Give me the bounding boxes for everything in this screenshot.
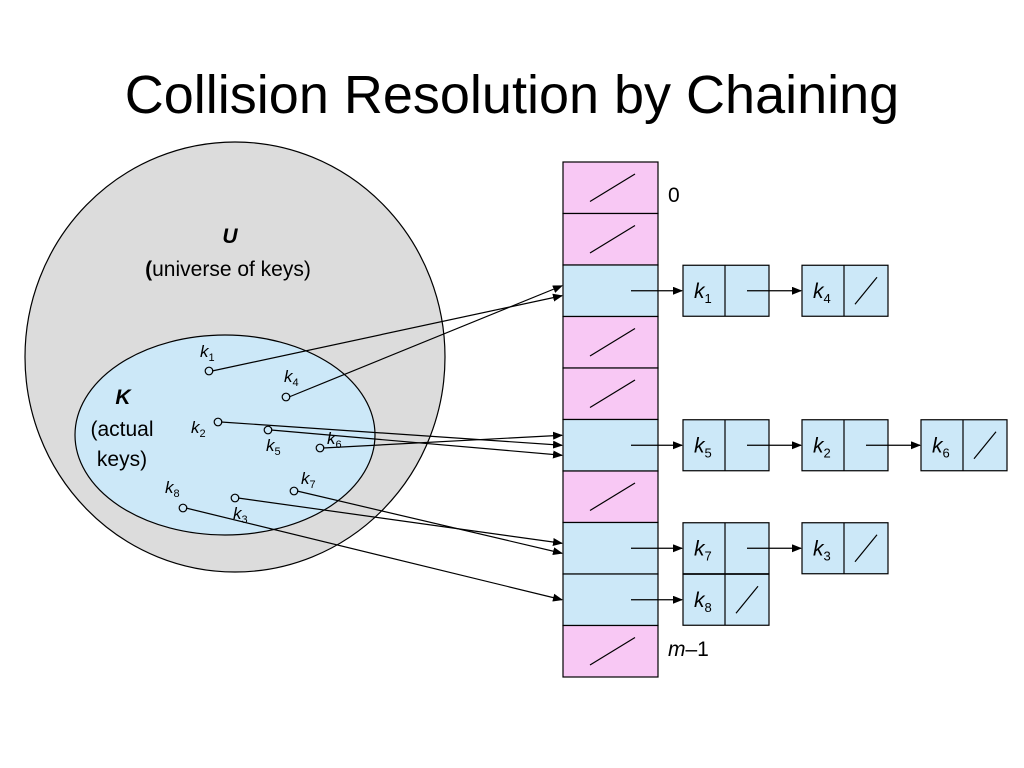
hash-arrow-k3 <box>237 497 563 546</box>
table-slot <box>562 470 659 524</box>
nil-slash <box>589 327 636 357</box>
nil-slash <box>854 534 878 563</box>
hash-arrow-k2 <box>220 421 563 449</box>
table-first-index: 0 <box>668 184 680 207</box>
nil-slash <box>589 636 636 666</box>
key-label-k3: k3 <box>233 504 248 526</box>
hash-arrow-k1 <box>211 293 563 372</box>
universe-label: (universe of keys) <box>145 258 311 281</box>
node-key-k6: k6 <box>932 434 950 460</box>
slide-title: Collision Resolution by Chaining <box>124 65 900 125</box>
node-key-k2: k2 <box>813 434 831 460</box>
hash-arrow-k4 <box>288 285 563 398</box>
hash-arrow-k6 <box>322 431 563 449</box>
node-key-k1: k1 <box>694 280 712 306</box>
node-key-k7: k7 <box>694 537 712 563</box>
nil-slash <box>973 431 997 460</box>
key-label-k7: k7 <box>301 469 316 491</box>
table-last-index: m–1 <box>668 638 709 661</box>
hash-arrow-k8 <box>185 507 563 602</box>
universe-symbol: U <box>222 225 238 248</box>
nil-slash <box>589 379 636 409</box>
list-node-k3: k3 <box>801 522 889 575</box>
key-label-k2: k2 <box>191 418 206 440</box>
table-slot <box>562 161 659 215</box>
key-label-k6: k6 <box>327 429 342 451</box>
key-points: k1 k2 k3 k4 k5 k6 k7 k8 <box>165 342 342 526</box>
hash-arrows <box>185 285 563 602</box>
nil-slash <box>589 482 636 512</box>
key-label-k5: k5 <box>266 436 281 458</box>
key-label-k8: k8 <box>165 478 180 500</box>
nil-slash <box>589 173 636 203</box>
table-slot <box>562 315 659 369</box>
list-node-k8: k8 <box>682 573 770 626</box>
table-slot <box>562 212 659 266</box>
node-key-k5: k5 <box>694 434 712 460</box>
list-node-k6: k6 <box>920 419 1008 472</box>
key-label-k4: k4 <box>284 367 299 389</box>
hash-arrow-k7 <box>296 490 563 556</box>
node-key-k4: k4 <box>813 280 831 306</box>
table-slot <box>562 367 659 421</box>
actual-keys-label-line1: (actual <box>90 418 153 441</box>
nil-slash <box>735 585 759 614</box>
node-key-k8: k8 <box>694 589 712 615</box>
nil-slash <box>854 276 878 305</box>
table-slot <box>562 624 659 678</box>
chains: k1 k4 k5 k2 k6 k7 k3 k8 <box>631 264 1008 626</box>
node-key-k3: k3 <box>813 537 831 563</box>
key-label-k1: k1 <box>200 342 215 364</box>
actual-keys-symbol: K <box>115 386 132 409</box>
actual-keys-set <box>74 334 376 536</box>
actual-keys-label-line2: keys) <box>97 448 147 471</box>
nil-slash <box>589 224 636 254</box>
list-node-k4: k4 <box>801 264 889 317</box>
